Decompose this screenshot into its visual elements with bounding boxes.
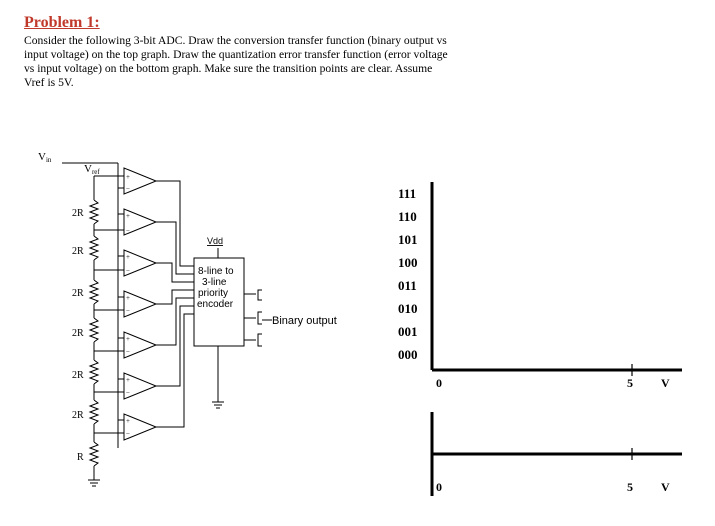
vref-label: Vref [84, 163, 100, 176]
resistor-label: 2R [72, 288, 84, 299]
y-tick-label: 111 [398, 186, 416, 201]
problem-title: Problem 1: [24, 14, 100, 31]
resistor-label: 2R [72, 328, 84, 339]
resistor-label: 2R [72, 370, 84, 381]
comparator [94, 208, 158, 236]
comparator [94, 413, 158, 441]
plus-sign: + [126, 335, 130, 343]
comparator-output-wires [156, 180, 194, 428]
comparator-bank [94, 167, 158, 441]
priority-encoder-box [193, 257, 245, 347]
encoder-label: 3-line [202, 277, 227, 288]
comparator [94, 167, 158, 195]
vdd-label: Vdd [207, 236, 223, 246]
resistor-label: 2R [72, 246, 84, 257]
plus-sign: + [126, 253, 130, 261]
encoder-label: 8-line to [198, 266, 234, 277]
problem-line: Vref is 5V. [24, 76, 74, 89]
ground-icon [212, 346, 224, 409]
resistor-ladder [88, 199, 100, 487]
plus-sign: + [126, 212, 130, 220]
problem-line: input voltage) on the top graph. Draw th… [24, 48, 448, 61]
x-origin-label: 0 [436, 480, 442, 494]
y-tick-label: 101 [398, 232, 418, 247]
comparator [94, 249, 158, 277]
minus-sign: − [126, 227, 130, 235]
y-tick-label: 010 [398, 301, 418, 316]
plus-sign: + [126, 173, 130, 181]
plus-sign: + [126, 376, 130, 384]
encoder-label: priority [198, 288, 228, 299]
y-tick-label: 000 [398, 347, 418, 362]
minus-sign: − [126, 267, 130, 275]
encoder-label: encoder [197, 299, 234, 310]
y-tick-label: 011 [398, 278, 417, 293]
y-tick-label: 110 [398, 209, 417, 224]
plus-sign: + [126, 417, 130, 425]
output-bus [244, 289, 272, 347]
x-tick-label: 5 [627, 376, 633, 390]
comparator [94, 290, 158, 318]
minus-sign: − [126, 307, 130, 315]
comparator [94, 331, 158, 359]
problem-line: Consider the following 3-bit ADC. Draw t… [24, 34, 447, 47]
problem-line: vs input voltage) on the bottom graph. M… [24, 62, 433, 75]
comparator [94, 372, 158, 400]
minus-sign: − [126, 389, 130, 397]
x-unit-label: V [661, 480, 670, 494]
problem-statement: Consider the following 3-bit ADC. Draw t… [24, 34, 544, 90]
resistor-label: 2R [72, 208, 84, 219]
resistor-label: R [77, 452, 84, 463]
vin-label: Vin [38, 151, 52, 164]
x-origin-label: 0 [436, 376, 442, 390]
x-tick-label: 5 [627, 480, 633, 494]
minus-sign: − [126, 348, 130, 356]
minus-sign: − [126, 430, 130, 438]
binary-output-label: Binary output [272, 315, 337, 327]
resistor-label: 2R [72, 410, 84, 421]
y-tick-label: 001 [398, 324, 418, 339]
x-unit-label: V [661, 376, 670, 390]
plus-sign: + [126, 294, 130, 302]
y-tick-label: 100 [398, 255, 418, 270]
minus-sign: − [126, 185, 130, 193]
